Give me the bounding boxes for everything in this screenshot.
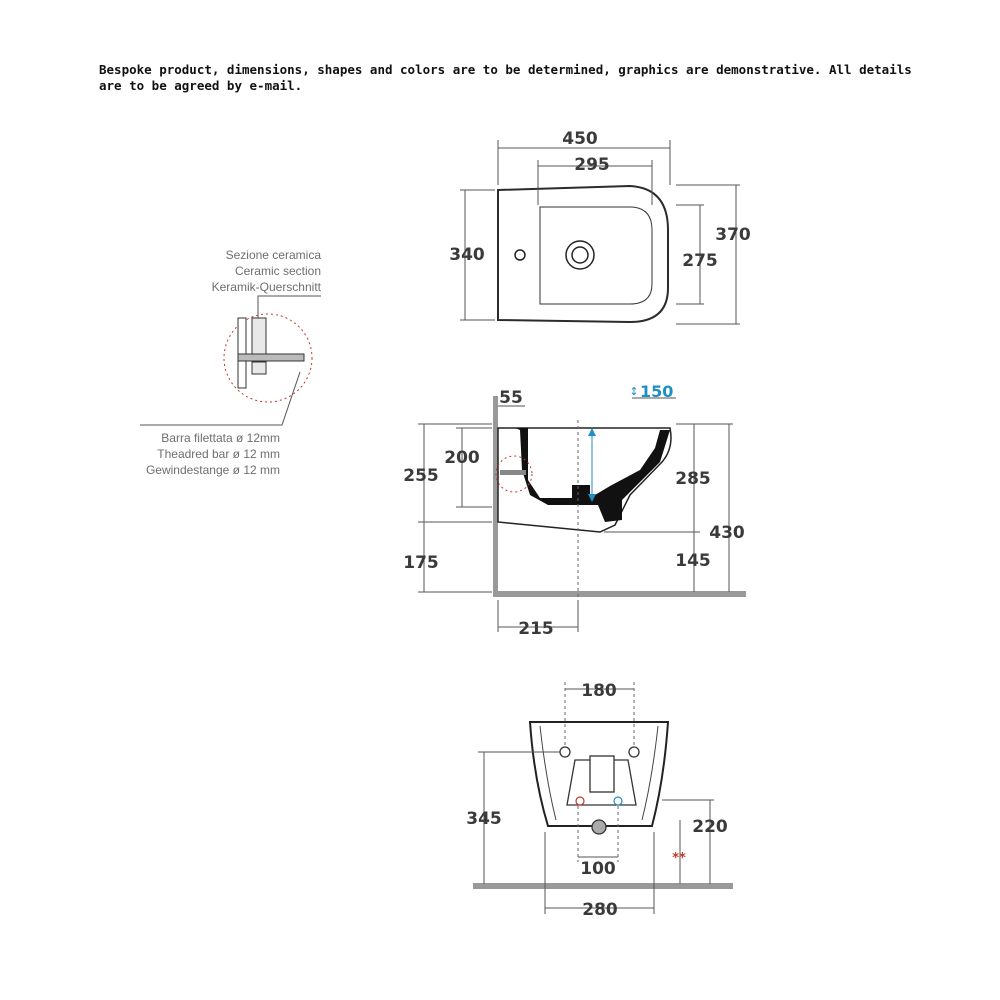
dim-255: 255: [403, 466, 439, 486]
dim-430: 430: [709, 523, 745, 543]
floor-side: [493, 591, 746, 597]
callout-section-en: Ceramic section: [235, 264, 321, 278]
dim-340: 340: [449, 245, 485, 265]
dim-55: 55: [499, 388, 523, 408]
drain-inner: [571, 246, 589, 264]
side-view: 150 ↕ 55 200 255 175 285 430 145: [403, 382, 746, 639]
dim-280: 280: [582, 900, 618, 920]
bolt-hole-right: [628, 746, 640, 758]
disclaimer-text: Bespoke product, dimensions, shapes and …: [99, 62, 912, 93]
tap-hole: [514, 249, 526, 261]
dim-370: 370: [715, 225, 751, 245]
top-view: 450 295 340 370 275: [449, 129, 751, 325]
dim-295: 295: [574, 155, 610, 175]
detail-circle: [223, 313, 313, 403]
svg-text:↕: ↕: [629, 385, 638, 398]
bidet-side-outline: [497, 427, 672, 533]
callout-bar-en: Theadred bar ø 12 mm: [157, 447, 280, 461]
dim-175: 175: [403, 553, 439, 573]
dim-145: 145: [675, 551, 711, 571]
floor-rear: [473, 883, 733, 889]
callout-bar-it: Barra filettata ø 12mm: [161, 431, 280, 445]
note-mark: **: [672, 851, 686, 866]
dim-345: 345: [466, 809, 502, 829]
dim-180: 180: [581, 681, 617, 701]
drain-outlet: [591, 819, 607, 835]
dim-275: 275: [682, 251, 718, 271]
wall: [493, 396, 498, 592]
rear-view: 180 345 220 ** 100 280: [466, 681, 733, 920]
dim-200: 200: [444, 448, 480, 468]
section-detail: Sezione ceramica Ceramic section Keramik…: [140, 248, 322, 477]
dim-220: 220: [692, 817, 728, 837]
drain-outer: [565, 240, 595, 270]
hot-water-inlet: [575, 796, 585, 806]
callout-section-it: Sezione ceramica: [226, 248, 322, 262]
dim-450: 450: [562, 129, 598, 149]
dim-150: 150: [640, 382, 673, 401]
basin-rim: [539, 206, 653, 305]
dim-285: 285: [675, 469, 711, 489]
cold-water-inlet: [613, 796, 623, 806]
callout-bar-de: Gewindestange ø 12 mm: [146, 463, 280, 477]
dim-215: 215: [518, 619, 554, 639]
threaded-bar: [237, 353, 305, 362]
callout-section-de: Keramik-Querschnitt: [212, 280, 322, 294]
dim-100: 100: [580, 859, 616, 879]
ceramic-section: [515, 428, 670, 522]
